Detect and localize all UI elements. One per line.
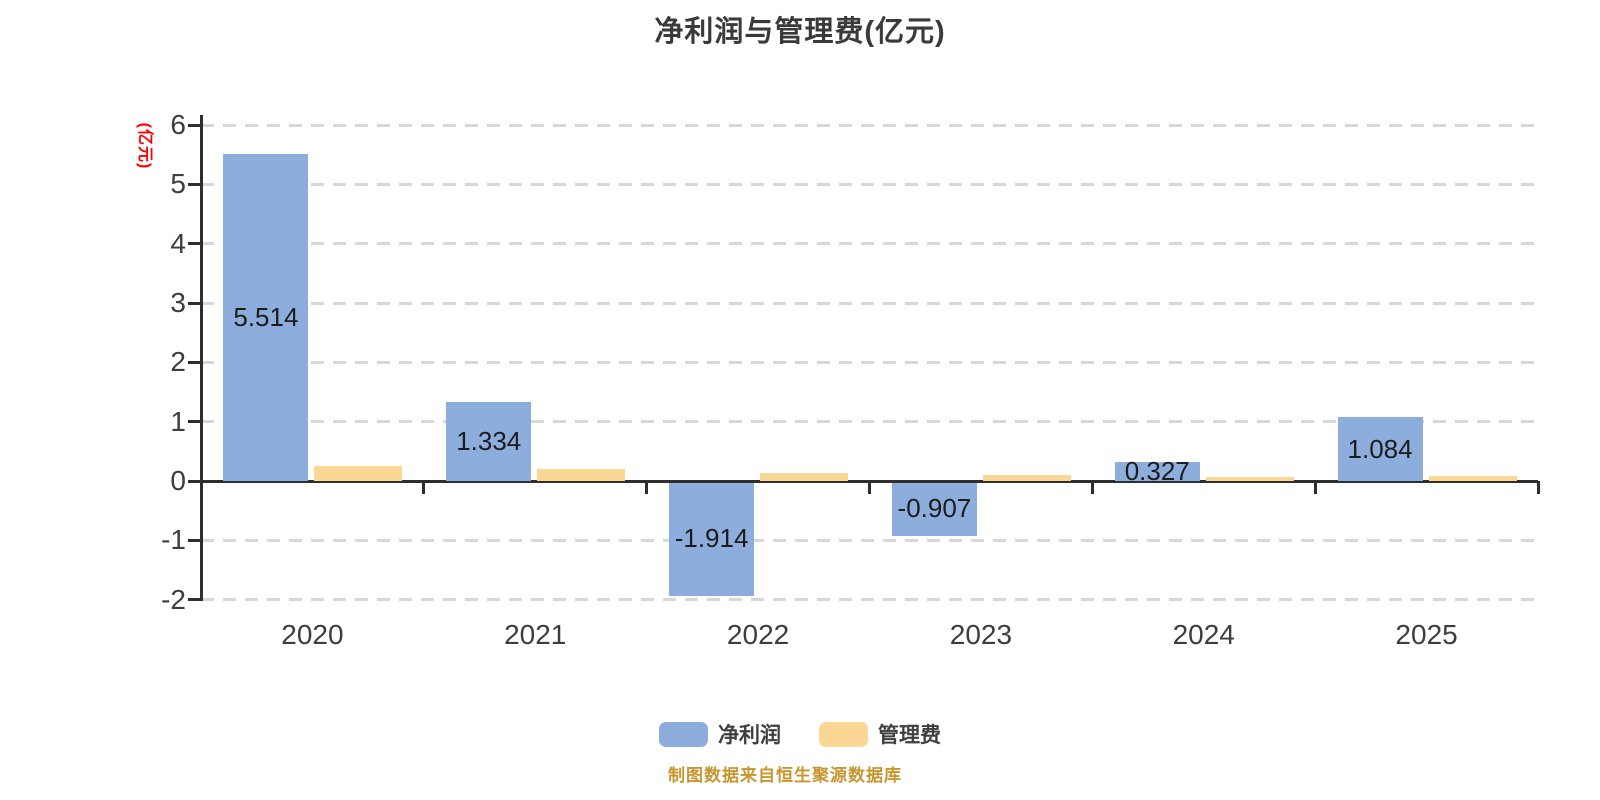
y-tick-5: [188, 182, 201, 186]
x-tick-label-2023: 2023: [949, 619, 1013, 650]
bar-value-label-2020: 5.514: [233, 302, 299, 333]
bar-value-label-2024: 0.327: [1124, 455, 1190, 486]
gridline-y-6: [201, 123, 1538, 127]
gridline-y-1: [201, 420, 1538, 424]
x-tick-label-2025: 2025: [1395, 619, 1458, 650]
y-tick-label-2: 2: [170, 346, 186, 378]
x-tick-5: [1313, 481, 1317, 494]
y-tick-2: [188, 360, 201, 364]
y-tick-label-4: 4: [170, 227, 186, 259]
bar-value-label-2022: -1.914: [674, 522, 749, 553]
y-tick--1: [188, 538, 201, 542]
y-tick-label-3: 3: [170, 287, 186, 318]
data-source-note: 制图数据来自恒生聚源数据库: [668, 766, 902, 785]
y-tick-1: [188, 420, 201, 424]
legend-swatch-net-profit: [659, 721, 708, 747]
bar-net-profit-2024: [1114, 461, 1200, 481]
x-tick-label-2024: 2024: [1172, 619, 1235, 650]
legend-label-net-profit: 净利润: [718, 724, 781, 747]
y-tick-label--2: -2: [161, 583, 186, 615]
y-tick-4: [188, 242, 201, 246]
y-tick-label-5: 5: [170, 168, 186, 200]
gridline-y--2: [201, 598, 1538, 602]
bar-value-label-2025: 1.084: [1347, 433, 1413, 464]
x-tick-3: [868, 481, 871, 494]
x-tick-label-2021: 2021: [504, 619, 567, 650]
bar-net-profit-2020: [223, 153, 309, 481]
bar-management-fee-2021: [537, 468, 626, 481]
bar-net-profit-2022: [669, 482, 755, 597]
y-tick--2: [188, 598, 201, 602]
legend: 净利润 管理费: [0, 719, 1600, 749]
gridline-y--1: [201, 538, 1538, 542]
x-tick-2: [645, 481, 649, 494]
bar-management-fee-2023: [982, 475, 1071, 481]
bar-management-fee-2020: [314, 465, 403, 481]
legend-swatch-management-fee: [819, 721, 868, 747]
y-tick-label-6: 6: [170, 109, 186, 140]
bar-net-profit-2025: [1337, 416, 1423, 481]
y-tick-label-1: 1: [170, 405, 186, 437]
x-tick-label-2020: 2020: [281, 619, 344, 650]
bar-management-fee-2025: [1428, 476, 1517, 481]
legend-label-management-fee: 管理费: [878, 724, 941, 747]
bar-net-profit-2023: [891, 482, 977, 537]
y-tick-6: [188, 123, 201, 127]
x-tick-6: [1536, 481, 1540, 494]
y-tick-label--1: -1: [161, 524, 186, 556]
x-tick-4: [1090, 481, 1094, 494]
y-axis-line: [200, 115, 203, 601]
gridline-y-2: [201, 360, 1538, 364]
x-tick-label-2022: 2022: [726, 619, 790, 650]
bar-value-label-2023: -0.907: [897, 492, 972, 523]
chart-title: 净利润与管理费(亿元): [654, 16, 946, 48]
bar-management-fee-2024: [1205, 477, 1294, 481]
x-tick-1: [422, 481, 426, 494]
gridline-y-4: [201, 242, 1538, 246]
y-tick-3: [188, 301, 201, 305]
bar-management-fee-2022: [760, 473, 849, 481]
gridline-y-3: [201, 301, 1538, 305]
y-tick-label-0: 0: [170, 465, 186, 496]
gridline-y-5: [201, 182, 1538, 186]
bar-value-label-2021: 1.334: [456, 426, 522, 457]
bar-net-profit-2021: [446, 401, 532, 481]
y-tick-0: [188, 479, 201, 483]
